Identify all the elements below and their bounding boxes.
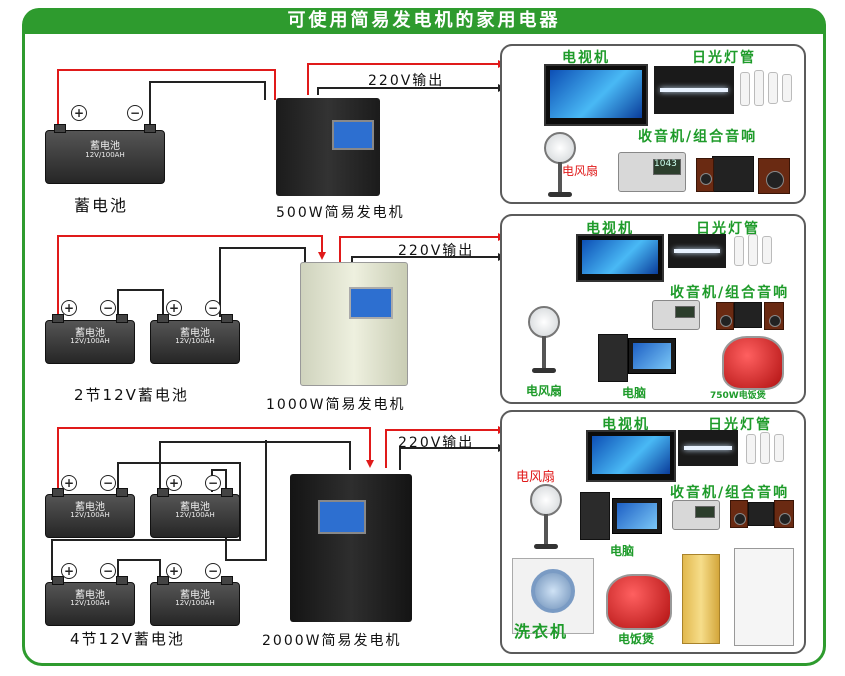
row3-out-live bbox=[385, 429, 498, 468]
minus-terminal-icon: − bbox=[205, 475, 221, 491]
row3-link-bot bbox=[117, 559, 161, 580]
row2-inverter-caption: 1000W简易发电机 bbox=[266, 397, 406, 413]
tv-icon bbox=[586, 430, 676, 482]
plus-terminal-icon: + bbox=[166, 475, 182, 491]
row3-tv-label: 电视机 bbox=[602, 417, 650, 433]
rice-cooker-icon bbox=[606, 574, 672, 630]
minus-terminal-icon: − bbox=[100, 475, 116, 491]
open-fridge-icon bbox=[734, 548, 794, 646]
row1-out-live bbox=[307, 63, 498, 95]
row3-out-neutral bbox=[399, 447, 498, 470]
page-title: 可使用简易发电机的家用电器 bbox=[22, 8, 826, 34]
hifi-unit-icon bbox=[734, 302, 762, 328]
inverter-2000w bbox=[290, 474, 412, 622]
row2-radio-label: 收音机/组合音响 bbox=[670, 285, 790, 301]
radio-icon bbox=[672, 500, 720, 530]
row1-radio-label: 收音机/组合音响 bbox=[638, 129, 758, 145]
battery-row3-b: 蓄电池 12V/100AH bbox=[150, 488, 240, 538]
plus-terminal-icon: + bbox=[61, 563, 77, 579]
row1-out-neutral bbox=[317, 87, 498, 95]
monitor-icon bbox=[628, 338, 676, 374]
pc-tower-icon bbox=[598, 334, 628, 382]
minus-terminal-icon: − bbox=[205, 563, 221, 579]
row3-pc-label: 电脑 bbox=[610, 544, 635, 558]
fan-icon bbox=[526, 306, 562, 376]
row2-link bbox=[117, 289, 164, 317]
appliance-panel-row1: 电视机 日光灯管 收音机/组合音响 电风扇 1043 bbox=[500, 44, 806, 204]
plus-terminal-icon: + bbox=[61, 475, 77, 491]
tv-icon bbox=[576, 234, 664, 282]
radio-icon bbox=[652, 300, 700, 330]
fan-icon bbox=[528, 484, 564, 552]
battery-row2-b: 蓄电池 12V/100AH bbox=[150, 314, 240, 364]
battery-row3-a: 蓄电池 12V/100AH bbox=[45, 488, 135, 538]
radio-display-text: 1043 bbox=[654, 159, 677, 169]
battery-row2-a: 蓄电池 12V/100AH bbox=[45, 314, 135, 364]
plus-terminal-icon: + bbox=[61, 300, 77, 316]
row3-cooker-label: 电饭煲 bbox=[618, 632, 655, 646]
washing-machine-icon bbox=[512, 558, 594, 634]
row3-fan-label: 电风扇 bbox=[516, 470, 556, 485]
minus-terminal-icon: − bbox=[205, 300, 221, 316]
plus-terminal-icon: + bbox=[71, 105, 87, 121]
inverter-500w bbox=[276, 98, 380, 196]
battery-row3-c: 蓄电池 12V/100AH bbox=[45, 576, 135, 626]
appliance-panel-row2: 电视机 日光灯管 收音机/组合音响 电风扇 电脑 750W电饭煲 bbox=[500, 214, 806, 404]
row2-fan-label: 电风扇 bbox=[526, 384, 563, 398]
row3-inverter-caption: 2000W简易发电机 bbox=[262, 633, 402, 649]
row2-out-live bbox=[339, 236, 498, 262]
row1-live-wire bbox=[57, 69, 276, 128]
row3-neutral-wire bbox=[159, 441, 351, 492]
row3-link-top bbox=[51, 462, 241, 580]
cfl-bulb-icon bbox=[740, 72, 750, 106]
row2-pc-label: 电脑 bbox=[622, 386, 647, 400]
fan-icon bbox=[542, 132, 578, 198]
row3-washer-label: 洗衣机 bbox=[514, 622, 569, 641]
monitor-icon bbox=[612, 498, 662, 534]
hifi-unit-icon bbox=[712, 156, 754, 192]
pc-tower-icon bbox=[580, 492, 610, 540]
row3-battery-caption: 4节12V蓄电池 bbox=[70, 630, 185, 648]
minus-terminal-icon: − bbox=[100, 563, 116, 579]
row1-tv-label: 电视机 bbox=[562, 50, 610, 66]
speaker-icon bbox=[696, 158, 714, 192]
row1-battery-caption: 蓄电池 bbox=[74, 196, 129, 215]
plus-terminal-icon: + bbox=[166, 563, 182, 579]
row1-output-label: 220V输出 bbox=[368, 73, 445, 89]
row2-cooker-label: 750W电饭煲 bbox=[710, 391, 766, 401]
yellow-fridge-icon bbox=[682, 554, 720, 644]
row2-neutral-wire bbox=[219, 247, 306, 317]
row2-battery-caption: 2节12V蓄电池 bbox=[74, 386, 189, 404]
radio-icon: 1043 bbox=[618, 152, 686, 192]
row1-lamp-label: 日光灯管 bbox=[692, 50, 756, 66]
fluorescent-tube-icon bbox=[668, 234, 726, 268]
row2-out-neutral bbox=[351, 256, 498, 262]
row3-lamp-label: 日光灯管 bbox=[708, 417, 772, 433]
row2-tv-label: 电视机 bbox=[586, 221, 634, 237]
row2-lamp-label: 日光灯管 bbox=[696, 221, 760, 237]
row3-output-label: 220V输出 bbox=[398, 435, 475, 451]
row1-fan-label: 电风扇 bbox=[562, 164, 599, 178]
rice-cooker-icon bbox=[722, 336, 784, 390]
battery-row1: 蓄电池 12V/100AH bbox=[45, 124, 165, 184]
minus-terminal-icon: − bbox=[100, 300, 116, 316]
speaker-icon bbox=[730, 500, 748, 528]
row3-live-wire bbox=[57, 427, 371, 492]
minus-terminal-icon: − bbox=[127, 105, 143, 121]
row1-inverter-caption: 500W简易发电机 bbox=[276, 205, 405, 221]
row2-live-wire bbox=[57, 235, 323, 317]
fluorescent-tube-icon bbox=[678, 430, 738, 466]
tv-icon bbox=[544, 64, 648, 126]
row3-radio-label: 收音机/组合音响 bbox=[670, 485, 790, 501]
row2-output-label: 220V输出 bbox=[398, 243, 475, 259]
appliance-panel-row3: 电视机 日光灯管 电风扇 收音机/组合音响 电脑 洗衣机 电饭煲 bbox=[500, 410, 806, 654]
row1-neutral-wire bbox=[149, 81, 266, 128]
inverter-1000w bbox=[300, 262, 408, 386]
plus-terminal-icon: + bbox=[166, 300, 182, 316]
speaker-icon bbox=[716, 302, 734, 330]
fluorescent-tube-icon bbox=[654, 66, 734, 114]
hifi-unit-icon bbox=[748, 502, 774, 526]
battery-row3-d: 蓄电池 12V/100AH bbox=[150, 576, 240, 626]
